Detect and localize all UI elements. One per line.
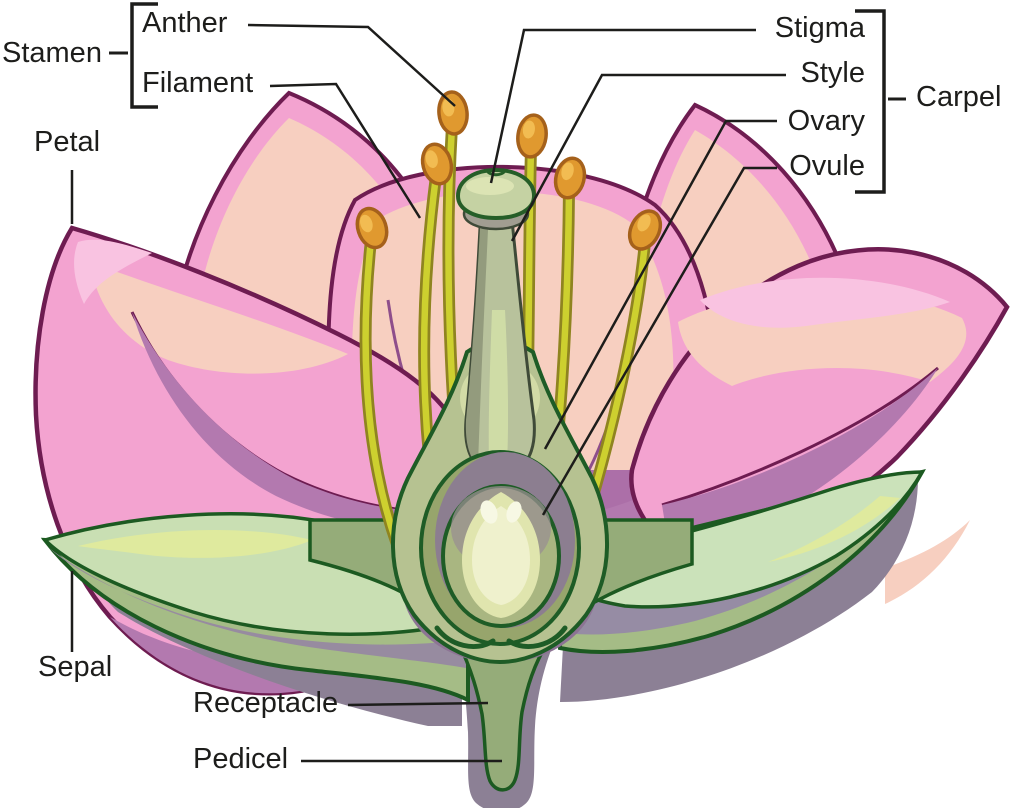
leader-anther — [247, 23, 456, 107]
ovary-rings — [419, 450, 581, 650]
leader-filament — [269, 82, 422, 219]
label-receptacle: Receptacle — [193, 687, 339, 719]
leader-ovary — [543, 119, 777, 450]
anther — [420, 142, 454, 186]
label-petal: Petal — [34, 126, 101, 158]
anther — [355, 206, 389, 250]
anthers — [355, 90, 663, 251]
label-style: Style — [800, 57, 865, 89]
leader-ovule — [541, 166, 777, 516]
anther — [437, 90, 469, 136]
stamen-bracket — [130, 2, 158, 109]
ovule-shape — [462, 492, 540, 618]
leader-style — [510, 73, 786, 242]
label-filament: Filament — [142, 67, 254, 99]
anther — [627, 209, 663, 251]
anther — [516, 113, 548, 159]
label-ovary: Ovary — [787, 105, 865, 137]
anther — [553, 156, 587, 200]
label-stamen: Stamen — [2, 37, 102, 69]
label-stigma: Stigma — [774, 12, 865, 44]
label-anther: Anther — [142, 7, 228, 39]
leader-lines — [70, 2, 906, 763]
label-pedicel: Pedicel — [193, 743, 289, 775]
label-ovule: Ovule — [789, 150, 865, 182]
leader-receptacle — [347, 701, 489, 707]
label-sepal: Sepal — [38, 651, 113, 683]
label-carpel: Carpel — [916, 81, 1002, 113]
leader-stigma — [489, 28, 756, 184]
style-shape — [464, 206, 536, 470]
petal-right — [629, 247, 1010, 604]
stigma-shape — [455, 167, 537, 231]
carpel-bracket — [855, 9, 886, 194]
